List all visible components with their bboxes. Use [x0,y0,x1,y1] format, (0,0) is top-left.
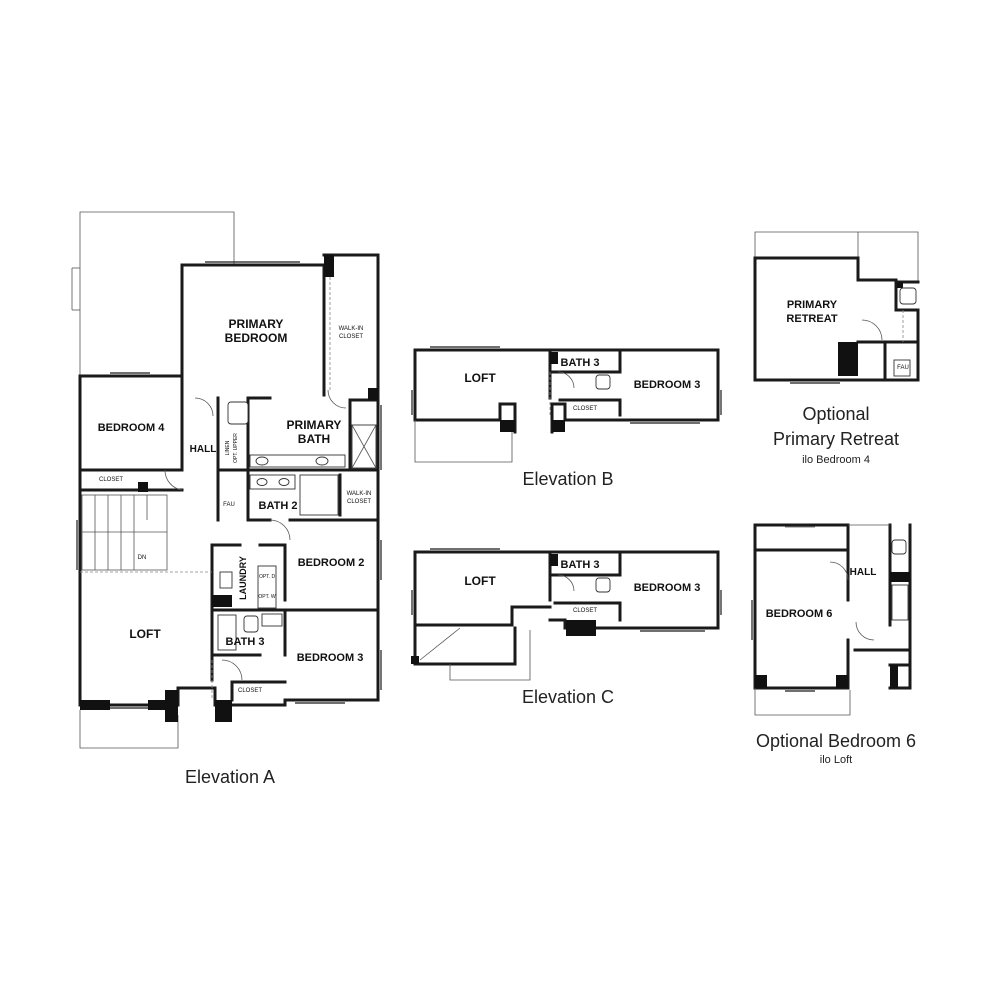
caption-optional: Optional [802,404,869,424]
svg-text:CLOSET: CLOSET [347,499,371,505]
tub [217,614,237,651]
lower-deck-outline [79,710,179,749]
elevation-a-plan: PRIMARY BEDROOM WALK-IN CLOSET BEDROOM 4… [71,211,382,787]
subcaption-ilo-bedroom-4: ilo Bedroom 4 [802,454,870,466]
room-label-bedroom-3-c: BEDROOM 3 [634,582,701,594]
room-label-opt-d: OPT. D [259,574,276,580]
room-label-walk-in-closet-2: WALK-IN [347,491,372,497]
toilet [243,615,259,633]
room-label-hall: HALL [190,444,217,455]
sink [315,456,329,466]
room-label-bedroom-3: BEDROOM 3 [297,652,364,664]
room-label-closet-bed3: CLOSET [238,688,262,694]
laundry-sink [219,571,233,589]
room-label-bedroom-3-b: BEDROOM 3 [634,379,701,391]
room-label-loft: LOFT [129,627,161,641]
room-label-primary-retreat: PRIMARY [787,299,838,311]
caption-primary-retreat: Primary Retreat [773,429,899,449]
subcaption-ilo-loft: ilo Loft [820,754,852,766]
washer-dryer [257,565,277,609]
room-label-bath-3-b: BATH 3 [561,357,600,369]
elevation-c-plan: LOFT BATH 3 BEDROOM 3 CLOSET Elevation C [411,548,722,707]
stairs [81,494,168,571]
room-label-bath-3: BATH 3 [226,636,265,648]
sink [255,456,269,466]
toilet [227,401,249,425]
room-label-loft-b: LOFT [464,371,496,385]
optional-bedroom-6-plan: BEDROOM 6 HALL Optional Bedroom 6 ilo Lo… [751,523,916,766]
caption-elevation-b: Elevation B [522,469,613,489]
stairs-dn-label: DN [138,555,147,561]
room-label-walk-in-closet: WALK-IN [339,326,364,332]
svg-text:BEDROOM: BEDROOM [225,331,288,345]
room-label-primary-bath: PRIMARY [287,418,342,432]
room-label-bath-2: BATH 2 [259,500,298,512]
caption-elevation-c: Elevation C [522,687,614,707]
room-label-bedroom-6: BEDROOM 6 [766,608,833,620]
room-label-opt-w: OPT. W [258,594,276,600]
room-label-bedroom-4: BEDROOM 4 [98,422,166,434]
svg-text:BATH: BATH [298,432,330,446]
room-label-hall-b6: HALL [850,567,877,578]
room-label-bedroom-2: BEDROOM 2 [298,557,365,569]
elevation-b-plan: LOFT BATH 3 BEDROOM 3 CLOSET Elevation B [411,346,722,489]
room-label-laundry: LAUNDRY [238,556,248,600]
bathtub [299,474,339,516]
upper-deck-outline [79,211,235,375]
room-label-primary-bedroom: PRIMARY [229,317,284,331]
sink [261,613,283,627]
caption-optional-bedroom-6: Optional Bedroom 6 [756,731,916,751]
caption-elevation-a: Elevation A [185,767,275,787]
room-label-closet: CLOSET [99,477,123,483]
room-label-closet-c: CLOSET [573,608,597,614]
room-label-bath-3-c: BATH 3 [561,559,600,571]
room-label-loft-c: LOFT [464,574,496,588]
svg-text:CLOSET: CLOSET [339,334,363,340]
room-label-linen: LINEN [225,440,231,455]
svg-text:RETREAT: RETREAT [786,313,837,325]
optional-primary-retreat-plan: PRIMARY RETREAT FAU Optional Primary Ret… [753,231,920,466]
room-label-fau: FAU [223,502,235,508]
room-label-fau-retreat: FAU [897,365,909,371]
svg-text:OPT. UPPER: OPT. UPPER [233,433,239,463]
room-label-closet-b: CLOSET [573,406,597,412]
